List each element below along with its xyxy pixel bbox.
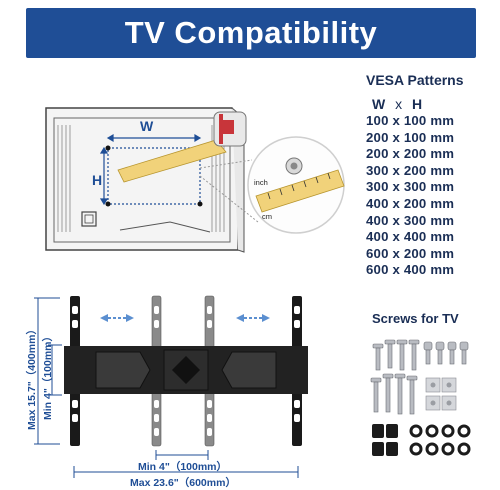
screws-title: Screws for TV <box>372 311 459 326</box>
title-banner: TV Compatibility <box>26 8 476 58</box>
rings-icon <box>409 424 471 456</box>
w-label: W <box>140 118 154 134</box>
vesa-pattern-item: 400 x 200 mm <box>366 195 455 211</box>
vesa-pattern-item: 600 x 400 mm <box>366 262 455 278</box>
tape-cm-label: cm <box>262 212 272 221</box>
vesa-pattern-item: 600 x 200 mm <box>366 245 455 261</box>
vesa-pattern-item: 200 x 200 mm <box>366 146 455 162</box>
washers-icon <box>425 377 457 411</box>
vesa-w-label: W <box>372 96 386 112</box>
tape-magnifier-icon <box>199 136 345 234</box>
vesa-pattern-item: 400 x 300 mm <box>366 212 455 228</box>
vesa-x-label: x <box>395 96 403 112</box>
h-label: H <box>92 172 103 188</box>
tv-body <box>45 107 245 253</box>
spacers-icon <box>372 424 398 456</box>
swivel-arrow-left-icon <box>100 314 134 322</box>
vesa-pattern-item: 100 x 100 mm <box>366 113 455 128</box>
vesa-pattern-item: 400 x 400 mm <box>366 229 455 245</box>
vesa-pattern-item: 200 x 100 mm <box>366 129 455 145</box>
swivel-arrow-right-icon <box>236 314 270 322</box>
long-screws-icon <box>370 373 418 415</box>
tape-measure-icon <box>117 111 247 183</box>
short-screws-icon <box>372 339 469 371</box>
vesa-pattern-list: 100 x 100 mm 200 x 100 mm 200 x 200 mm 3… <box>366 113 454 279</box>
min-width-dimension: Min 4"（100mm） <box>138 461 228 473</box>
vesa-pattern-item: 300 x 200 mm <box>366 162 455 178</box>
page-title: TV Compatibility <box>124 15 378 50</box>
vesa-h-label: H <box>412 96 423 112</box>
tape-inch-label: inch <box>254 178 268 187</box>
max-width-dimension: Max 23.6"（600mm） <box>130 477 236 489</box>
vesa-pattern-item: 300 x 300 mm <box>366 179 455 195</box>
vesa-wh-header: W x H <box>372 96 422 112</box>
vesa-patterns-title: VESA Patterns <box>366 72 464 88</box>
